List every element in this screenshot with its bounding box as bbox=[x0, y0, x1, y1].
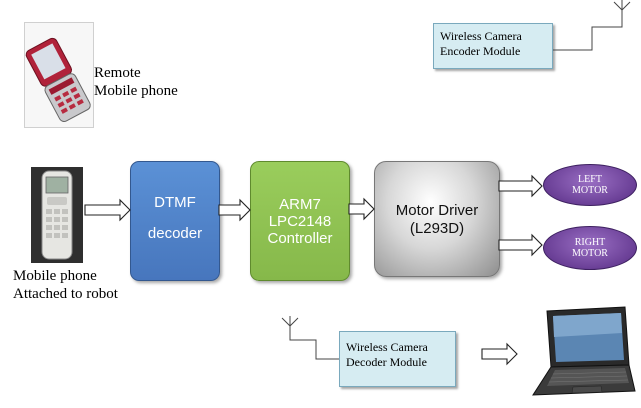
arm7-line2: LPC2148 bbox=[268, 213, 332, 230]
attached-phone-label-line2: Attached to robot bbox=[13, 286, 118, 302]
left-motor-line2: MOTOR bbox=[572, 185, 608, 196]
remote-phone-label-line2: Mobile phone bbox=[94, 83, 178, 99]
arrow-dtmf-to-arm bbox=[218, 198, 251, 222]
encoder-line2: Encoder Module bbox=[440, 44, 521, 58]
dtmf-decoder-line1: DTMF bbox=[154, 194, 196, 211]
decoder-line1: Wireless Camera bbox=[346, 340, 428, 354]
left-motor-line1: LEFT bbox=[578, 174, 602, 185]
arrow-driver-to-left-motor bbox=[498, 174, 543, 198]
encoder-module: Wireless Camera Encoder Module bbox=[433, 23, 553, 69]
decoder-line2: Decoder Module bbox=[346, 355, 427, 369]
attached-phone-label: Mobile phone Attached to robot bbox=[13, 267, 118, 303]
remote-phone-label-line1: Remote bbox=[94, 65, 141, 81]
left-motor: LEFT MOTOR bbox=[543, 164, 637, 206]
remote-phone-image bbox=[24, 22, 94, 128]
remote-phone-label: Remote Mobile phone bbox=[94, 64, 178, 100]
right-motor: RIGHT MOTOR bbox=[543, 226, 637, 270]
arrow-driver-to-right-motor bbox=[498, 233, 543, 257]
arm7-line3: Controller bbox=[267, 230, 333, 247]
decoder-module: Wireless Camera Decoder Module bbox=[339, 331, 456, 387]
attached-phone-image bbox=[31, 167, 83, 263]
arrow-phone-to-dtmf bbox=[84, 198, 131, 222]
motor-driver-block: Motor Driver (L293D) bbox=[374, 161, 500, 277]
right-motor-line1: RIGHT bbox=[574, 237, 606, 248]
arrow-decoder-to-laptop bbox=[481, 342, 518, 366]
motor-driver-line1: Motor Driver bbox=[395, 202, 479, 219]
laptop-image bbox=[525, 303, 637, 403]
dtmf-decoder-line2: decoder bbox=[147, 225, 203, 242]
arm7-line1: ARM7 bbox=[279, 196, 321, 213]
motor-driver-line2: (L293D) bbox=[409, 220, 465, 237]
encoder-antenna-icon bbox=[553, 10, 623, 51]
dtmf-decoder-block: DTMF decoder bbox=[130, 161, 220, 281]
arrow-arm-to-driver bbox=[348, 197, 375, 221]
right-motor-line2: MOTOR bbox=[572, 248, 608, 259]
encoder-line1: Wireless Camera bbox=[440, 29, 522, 43]
decoder-antenna-icon bbox=[289, 326, 339, 360]
arm7-controller-block: ARM7 LPC2148 Controller bbox=[250, 161, 350, 281]
attached-phone-label-line1: Mobile phone bbox=[13, 268, 97, 284]
